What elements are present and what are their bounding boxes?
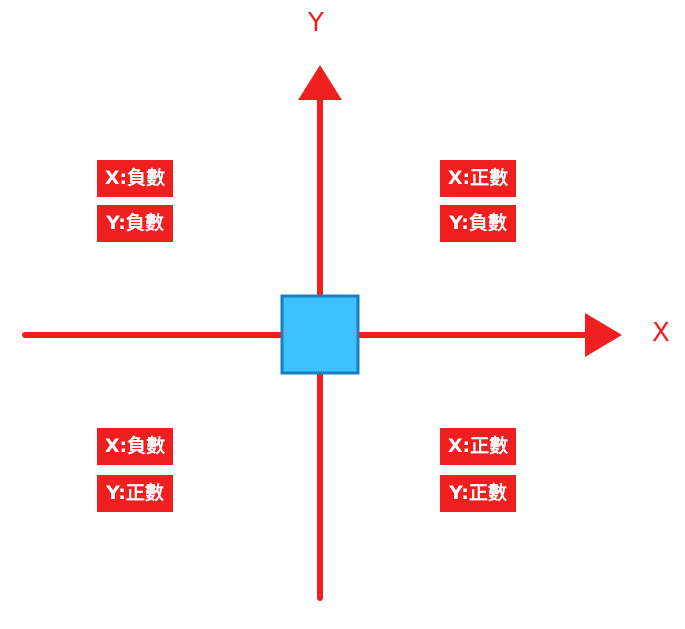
bottom-left-x-label: X:負數 bbox=[97, 428, 173, 465]
top-left-x-label: X:負數 bbox=[97, 160, 173, 197]
x-axis-label: X bbox=[652, 318, 670, 348]
bottom-left-y-label: Y:正數 bbox=[97, 475, 173, 512]
origin-square bbox=[280, 294, 360, 375]
top-right-y-label: Y:負數 bbox=[440, 205, 516, 242]
y-axis-arrowhead bbox=[298, 65, 342, 100]
top-left-y-label: Y:負數 bbox=[97, 205, 173, 242]
y-axis-label: Y bbox=[308, 8, 324, 38]
bottom-right-y-label: Y:正數 bbox=[440, 475, 516, 512]
x-axis-arrowhead bbox=[585, 313, 622, 357]
bottom-right-x-label: X:正數 bbox=[440, 428, 516, 465]
top-right-x-label: X:正數 bbox=[440, 160, 516, 197]
